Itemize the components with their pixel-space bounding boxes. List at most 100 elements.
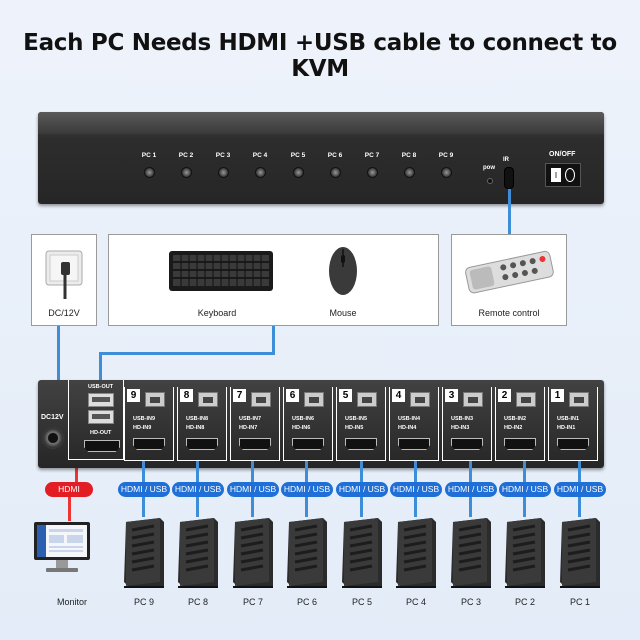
pc-button-9[interactable]: PC 9 (431, 152, 461, 178)
port-number: 8 (180, 389, 193, 402)
usb-in-port[interactable] (198, 392, 218, 407)
hd-in-port[interactable] (451, 438, 483, 450)
pc-label: PC 2 (514, 597, 535, 607)
pc-tower-icon (178, 518, 218, 588)
pc-button-led (292, 167, 304, 178)
pc-button-5[interactable]: PC 5 (283, 152, 313, 178)
usb-in-port[interactable] (463, 392, 483, 407)
pc-button-3[interactable]: PC 3 (208, 152, 238, 178)
cable-line-lower (251, 497, 254, 517)
cable-tag: HDMI / USB (445, 482, 497, 497)
pc-button-2[interactable]: PC 2 (171, 152, 201, 178)
cable-tag: HDMI / USB (390, 482, 442, 497)
usb-in-port[interactable] (304, 392, 324, 407)
pc-label: PC 3 (460, 597, 481, 607)
monitor-icon (34, 522, 90, 572)
hd-in-port[interactable] (398, 438, 430, 450)
usb-out-port-2[interactable] (88, 410, 114, 424)
hd-in-port[interactable] (557, 438, 589, 450)
pc-button-led (143, 167, 155, 178)
power-switch[interactable]: I (545, 163, 581, 187)
cable-line-upper (414, 461, 417, 482)
cable-tag: HDMI / USB (281, 482, 333, 497)
hd-in-port[interactable] (504, 438, 536, 450)
dc12v-label: DC12V (41, 414, 64, 421)
remote-control-icon (465, 250, 554, 294)
usb-in-label: USB-IN8 (186, 416, 209, 422)
hd-in-port[interactable] (292, 438, 324, 450)
port-number: 5 (339, 389, 352, 402)
pc-button-6[interactable]: PC 6 (320, 152, 350, 178)
pc-tower-icon (505, 518, 545, 588)
keyboard-label: Keyboard (197, 308, 237, 318)
remote-box: Remote control (451, 234, 567, 326)
pc-button-1[interactable]: PC 1 (134, 152, 164, 178)
cable-line-lower (523, 497, 526, 517)
cable-line-lower (305, 497, 308, 517)
cable-line-upper (251, 461, 254, 482)
pc-button-label: PC 2 (178, 152, 194, 159)
output-block (68, 380, 124, 460)
pc-label: PC 6 (296, 597, 317, 607)
pc-tower-icon (396, 518, 436, 588)
hd-in-label: HD-IN2 (504, 425, 523, 431)
cable-line-lower (196, 497, 199, 517)
pc-tower-icon (342, 518, 382, 588)
power-label: DC/12V (48, 308, 80, 318)
hd-in-label: HD-IN3 (451, 425, 470, 431)
cable-line-upper (305, 461, 308, 482)
pc-button-label: PC 5 (290, 152, 306, 159)
dc-line (57, 326, 60, 416)
port-number: 2 (498, 389, 511, 402)
pc-button-7[interactable]: PC 7 (357, 152, 387, 178)
hd-in-port[interactable] (186, 438, 218, 450)
usb-in-label: USB-IN2 (504, 416, 527, 422)
pc-button-label: PC 9 (438, 152, 454, 159)
hd-in-label: HD-IN8 (186, 425, 205, 431)
usb-out-port-1[interactable] (88, 393, 114, 407)
usb-in-port[interactable] (145, 392, 165, 407)
usb-line-vertical (272, 326, 275, 354)
pc-button-4[interactable]: PC 4 (245, 152, 275, 178)
cable-line-lower (469, 497, 472, 517)
pc-button-label: PC 7 (364, 152, 380, 159)
cable-line-upper (523, 461, 526, 482)
hd-in-port[interactable] (133, 438, 165, 450)
usb-in-port[interactable] (357, 392, 377, 407)
usb-in-port[interactable] (251, 392, 271, 407)
port-number: 7 (233, 389, 246, 402)
ir-label: IR (503, 157, 509, 163)
usb-in-port[interactable] (569, 392, 589, 407)
pc-button-label: PC 4 (252, 152, 268, 159)
ir-line (508, 189, 511, 234)
pc-button-8[interactable]: PC 8 (394, 152, 424, 178)
port-number: 3 (445, 389, 458, 402)
usb-in-port[interactable] (410, 392, 430, 407)
hd-out-label: HD-OUT (90, 430, 112, 436)
pc-button-led (366, 167, 378, 178)
switch-on-mark: I (551, 168, 561, 182)
dc-jack[interactable] (42, 427, 64, 449)
hd-in-label: HD-IN9 (133, 425, 152, 431)
hd-in-port[interactable] (239, 438, 271, 450)
pc-tower-icon (451, 518, 491, 588)
pc-button-label: PC 6 (327, 152, 343, 159)
usb-out-label: USB-OUT (88, 384, 114, 390)
pc-button-label: PC 1 (141, 152, 157, 159)
hd-out-port[interactable] (84, 440, 120, 452)
power-adapter-box: DC/12V (31, 234, 97, 326)
usb-in-label: USB-IN1 (557, 416, 580, 422)
pc-label: PC 9 (133, 597, 154, 607)
kvm-front-panel (38, 112, 604, 204)
hd-in-port[interactable] (345, 438, 377, 450)
pc-label: PC 7 (242, 597, 263, 607)
usb-in-port[interactable] (516, 392, 536, 407)
cable-line-lower (360, 497, 363, 517)
